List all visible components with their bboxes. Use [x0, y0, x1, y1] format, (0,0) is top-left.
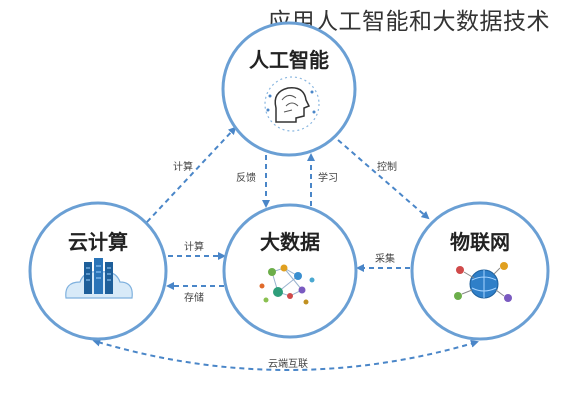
node-iot-title: 物联网 [450, 230, 510, 254]
edge-label-ai-to-iot: 控制 [377, 160, 397, 173]
node-ai: 人工智能 [221, 21, 357, 157]
node-bigdata-title: 大数据 [260, 230, 320, 254]
edge-label-cloud-to-ai: 计算 [173, 160, 193, 173]
node-cloud: 云计算 [28, 201, 168, 341]
node-bigdata: 大数据 [222, 203, 358, 339]
edge-label-iot-to-bigdata: 采集 [375, 252, 395, 265]
edge-label-bigdata-to-ai: 学习 [318, 171, 338, 184]
arrow-cloud-iot [92, 338, 479, 371]
edge-label-cloud-iot: 云端互联 [268, 357, 308, 370]
node-cloud-title: 云计算 [68, 230, 128, 254]
arrow-cloud-to-ai [146, 126, 237, 223]
node-iot: 物联网 [410, 201, 550, 341]
edge-label-bigdata-to-cloud: 存储 [184, 291, 204, 304]
edge-label-ai-to-bigdata: 反馈 [236, 171, 256, 184]
cloud-server-icon [65, 258, 133, 299]
brain-icon [264, 76, 320, 132]
node-ai-title: 人工智能 [249, 48, 329, 72]
arrow-ai-to-iot [337, 139, 430, 220]
globe-network-icon [454, 262, 512, 302]
edge-label-cloud-to-bigdata: 计算 [184, 240, 204, 253]
data-network-icon [259, 264, 315, 305]
